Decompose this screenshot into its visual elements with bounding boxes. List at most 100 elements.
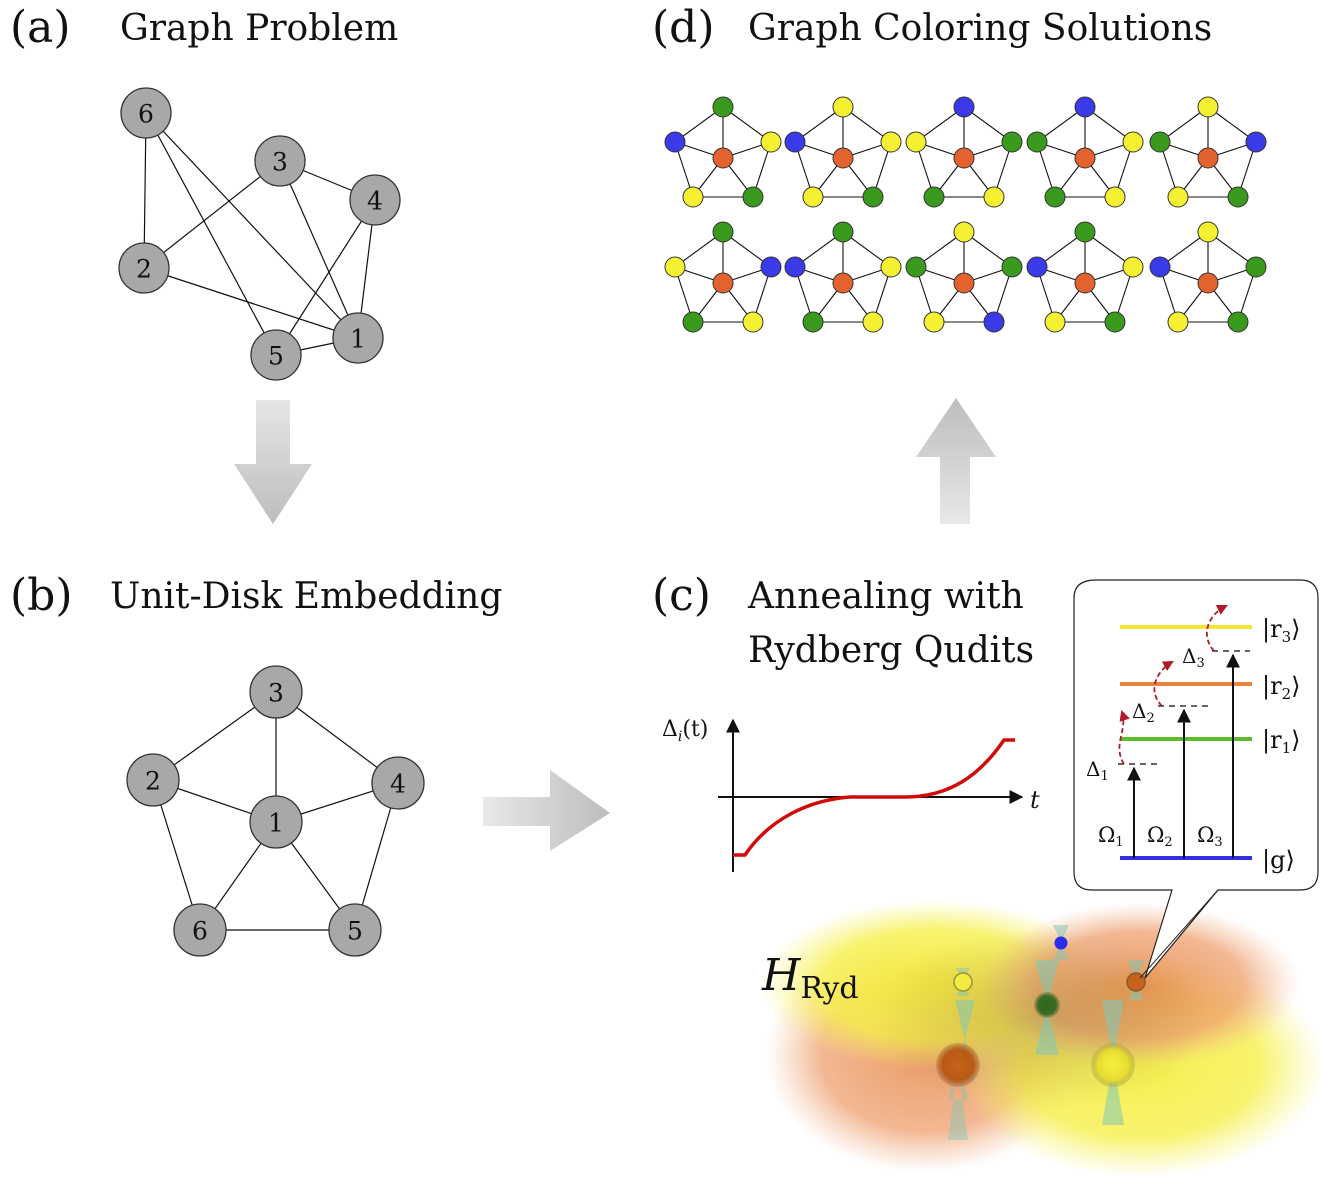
label-ket-r3: |r3⟩: [1262, 615, 1300, 646]
graph-b-node-2: [126, 753, 180, 807]
hamiltonian-label: HRyd: [761, 950, 859, 1006]
solution-node: [905, 256, 927, 278]
solution-node: [1001, 256, 1023, 278]
solution-node: [1122, 131, 1144, 153]
graph-a-node-3: [254, 135, 306, 187]
atom-orange-large: [936, 1043, 980, 1087]
solution-center-node: [832, 272, 854, 294]
solution-node: [1074, 221, 1096, 243]
detuning-plot: Δi(t) t: [662, 717, 1040, 872]
panel-c-letter: (c): [652, 570, 711, 621]
graph-a-node-label-6: 6: [138, 100, 154, 129]
energy-level-callout: |g⟩ |r1⟩ |r2⟩ |r3⟩ Ω1 Ω2 Ω3 Δ1 Δ2 Δ3: [1073, 579, 1319, 979]
solution-node: [983, 186, 1005, 208]
graph-a-node-1: [332, 312, 384, 364]
solution-graph: [664, 96, 782, 208]
label-omega2: Ω2: [1147, 823, 1173, 850]
plot-x-label: t: [1030, 786, 1040, 814]
solution-node: [712, 221, 734, 243]
graph-a-node-label-2: 2: [136, 255, 152, 284]
solution-node: [880, 256, 902, 278]
solution-node: [664, 256, 686, 278]
solution-node: [923, 186, 945, 208]
panel-a-letter: (a): [10, 2, 71, 53]
atom-blue-small: [1054, 936, 1068, 950]
solution-node: [1167, 311, 1189, 333]
solution-node: [760, 131, 782, 153]
atom-yellow-small: [953, 972, 973, 992]
solution-node: [1227, 311, 1249, 333]
panel-c-title-line2: Rydberg Qudits: [748, 630, 1034, 671]
panel-c-title-line1: Annealing with: [747, 576, 1024, 617]
solution-center-node: [712, 147, 734, 169]
graph-a-edge: [143, 267, 359, 339]
solution-node: [880, 131, 902, 153]
label-omega3: Ω3: [1197, 823, 1223, 850]
graph-a-node-5: [250, 329, 302, 381]
graph-a-node-label-4: 4: [367, 187, 383, 216]
label-delta2: Δ2: [1132, 699, 1155, 726]
callout-bubble: [1073, 579, 1319, 979]
label-ket-r2: |r2⟩: [1262, 672, 1300, 703]
solution-node: [1245, 131, 1267, 153]
label-delta3: Δ3: [1182, 644, 1205, 671]
blockade-shift-arrow-2: [1153, 660, 1174, 707]
solution-node: [905, 131, 927, 153]
panel-d-title: Graph Coloring Solutions: [748, 8, 1212, 49]
graph-a-node-label-3: 3: [272, 148, 288, 177]
graph-a-edge: [143, 112, 147, 269]
solution-graph: [1149, 221, 1267, 333]
solution-center-node: [1074, 272, 1096, 294]
solution-node: [664, 131, 686, 153]
solution-center-node: [712, 272, 734, 294]
solution-node: [1104, 186, 1126, 208]
graph-b-node-label-4: 4: [390, 770, 406, 799]
solution-node: [682, 311, 704, 333]
solution-node: [832, 96, 854, 118]
graph-b-node-label-1: 1: [268, 809, 284, 838]
graph-b-node-1: [249, 795, 303, 849]
solution-graph: [905, 221, 1023, 333]
solution-graph: [784, 96, 902, 208]
solution-node: [1044, 311, 1066, 333]
solution-center-node: [953, 272, 975, 294]
graph-a-edge: [145, 112, 359, 339]
rydberg-atom-array: [760, 900, 1320, 1177]
solution-node: [953, 96, 975, 118]
solution-node: [1044, 186, 1066, 208]
solution-node: [862, 186, 884, 208]
solution-graph: [905, 96, 1023, 208]
solution-node: [1026, 256, 1048, 278]
solution-node: [760, 256, 782, 278]
arrow-right-b-to-c: [483, 770, 610, 851]
solution-node: [1104, 311, 1126, 333]
solution-node: [784, 131, 806, 153]
solution-node: [1227, 186, 1249, 208]
graph-a-edge: [275, 199, 376, 356]
graph-a-node-label-5: 5: [268, 342, 284, 371]
panel-b-letter: (b): [10, 570, 73, 621]
label-ket-r1: |r1⟩: [1262, 726, 1300, 757]
solution-node: [784, 256, 806, 278]
graph-b-node-label-3: 3: [268, 679, 284, 708]
solution-node: [1026, 131, 1048, 153]
solution-graph: [664, 221, 782, 333]
solution-node: [1122, 256, 1144, 278]
solution-node: [1001, 131, 1023, 153]
graph-b-node-5: [328, 903, 382, 957]
solution-node: [1167, 186, 1189, 208]
solution-node: [802, 186, 824, 208]
solution-center-node: [1197, 147, 1219, 169]
graph-a-edge: [143, 160, 281, 269]
solution-node: [983, 311, 1005, 333]
atom-yellow-large: [1091, 1043, 1135, 1087]
solution-graph: [1149, 96, 1267, 208]
graph-a-node-6: [120, 87, 172, 139]
solution-graph: [1026, 96, 1144, 208]
solution-node: [742, 311, 764, 333]
solution-node: [953, 221, 975, 243]
solution-node: [742, 186, 764, 208]
